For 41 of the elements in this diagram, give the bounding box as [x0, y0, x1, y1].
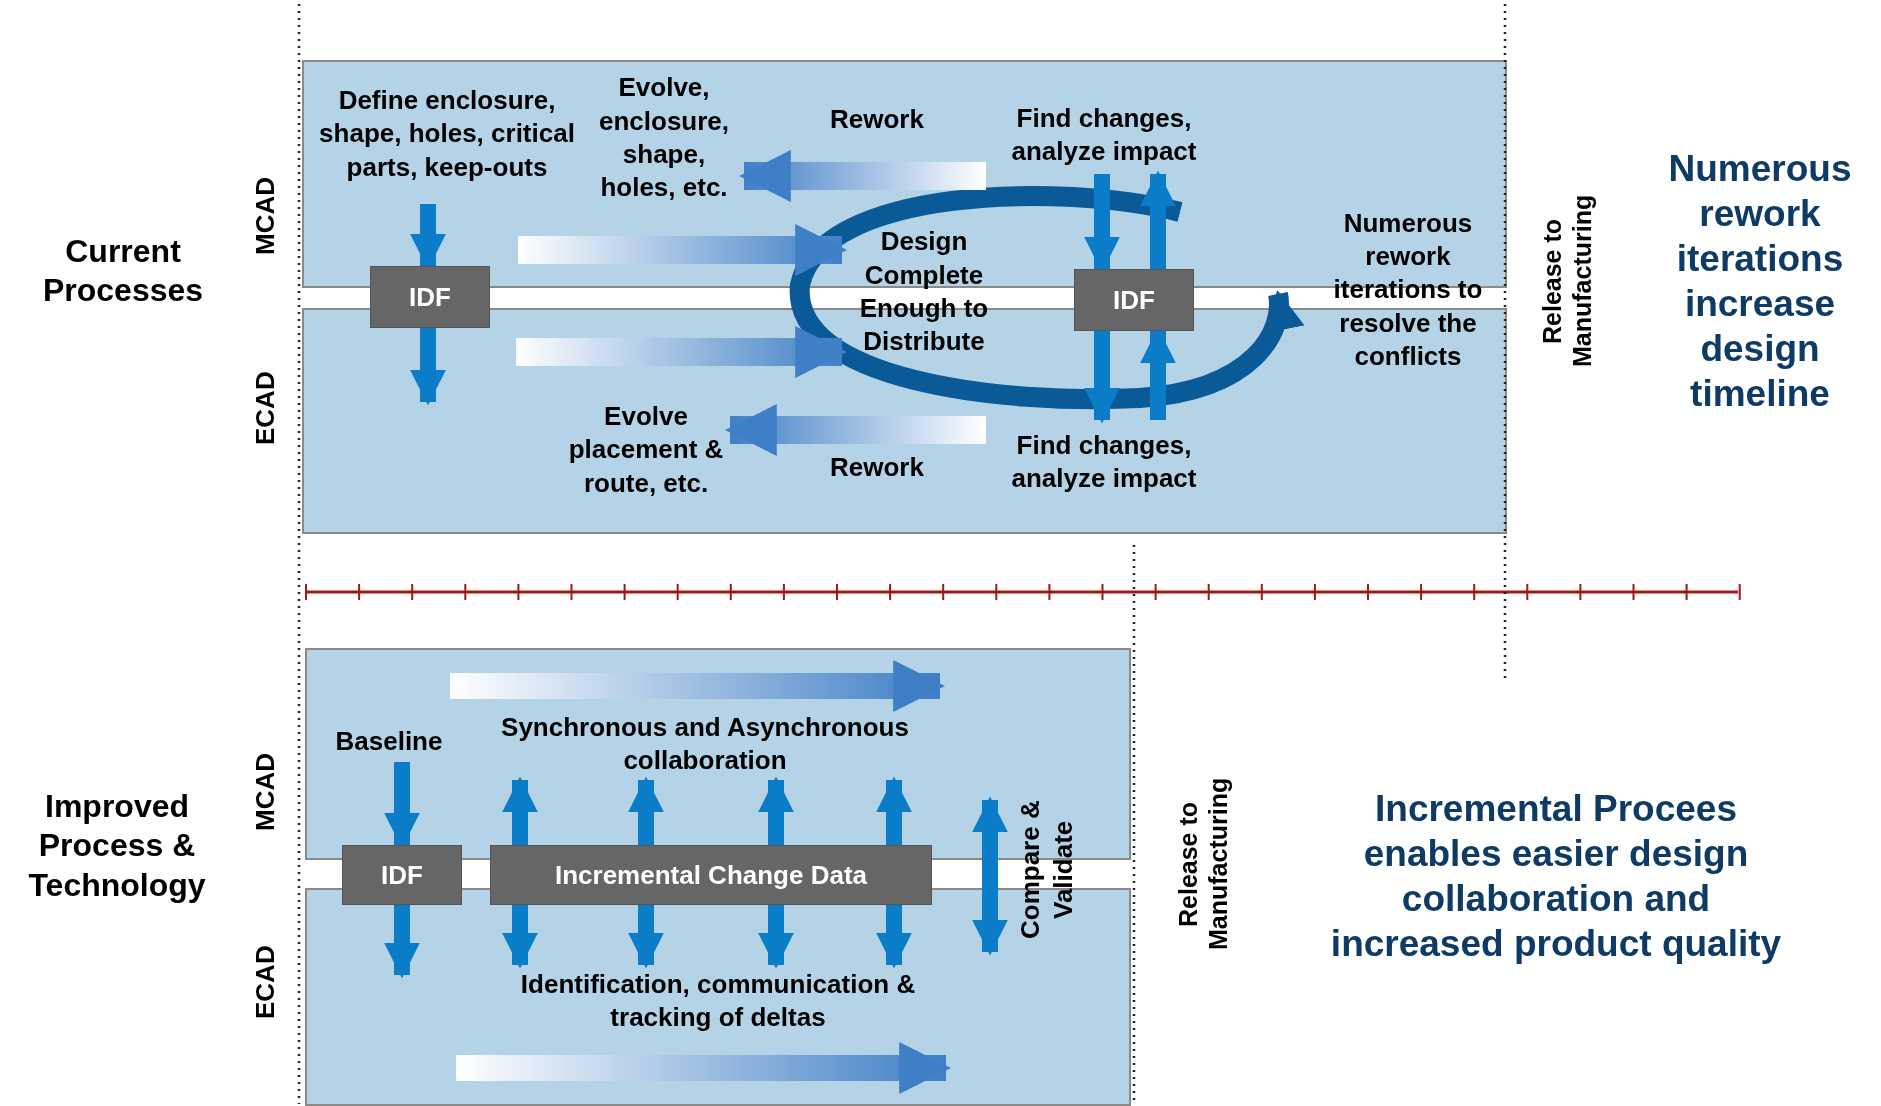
- note-text: Incremental Procees enables easier design collaboration and increased product quality: [1329, 786, 1783, 967]
- milestone-label: Release to Manufacturing: [1172, 776, 1233, 953]
- lane-label: MCAD: [249, 752, 282, 833]
- arrow: [876, 905, 912, 969]
- step-text: Compare & Validate: [1012, 780, 1082, 960]
- process-box: IDF: [342, 845, 462, 905]
- step-text: Identification, communication & tracking of deltas: [470, 965, 966, 1037]
- arrow: [410, 328, 446, 406]
- row-heading: Current Processes: [41, 231, 205, 310]
- arrow: [516, 326, 848, 378]
- step-text: Baseline: [318, 722, 460, 762]
- arrow: [876, 776, 912, 845]
- process-box: IDF: [370, 266, 490, 328]
- arrow: [1084, 331, 1120, 424]
- note-text: Numerous rework iterations increase design timeline: [1667, 146, 1853, 417]
- step-text: Numerous rework iterations to resolve the conflicts: [1312, 202, 1504, 378]
- arrow: [518, 224, 848, 276]
- arrow: [384, 905, 420, 979]
- arrow: [758, 776, 794, 845]
- milestone-label: Release to Manufacturing: [1536, 193, 1597, 370]
- step-text: Design Complete Enough to Distribute: [842, 222, 1006, 362]
- arrow: [628, 905, 664, 969]
- row-heading: Improved Process & Technology: [27, 787, 207, 905]
- step-text: Evolve placement & route, etc.: [562, 380, 730, 520]
- lane-label: ECAD: [249, 370, 282, 447]
- lane-label: ECAD: [249, 944, 282, 1021]
- step-text: Evolve, enclosure, shape, holes, etc.: [584, 68, 744, 208]
- arrow: [502, 776, 538, 845]
- process-box: Incremental Change Data: [490, 845, 932, 905]
- process-box: IDF: [1074, 269, 1194, 331]
- lane-label: MCAD: [249, 176, 282, 257]
- arrow: [724, 404, 986, 456]
- arrow: [628, 776, 664, 845]
- arrow: [502, 905, 538, 969]
- arrow: [1140, 170, 1176, 269]
- step-text: Define enclosure, shape, holes, critical parts, keep-outs: [310, 64, 584, 204]
- arrow: [738, 150, 986, 202]
- step-text: Find changes, analyze impact: [986, 96, 1222, 174]
- step-text: Synchronous and Asynchronous collaboration: [480, 708, 930, 780]
- arrow: [758, 905, 794, 969]
- step-text: Find changes, analyze impact: [986, 420, 1222, 504]
